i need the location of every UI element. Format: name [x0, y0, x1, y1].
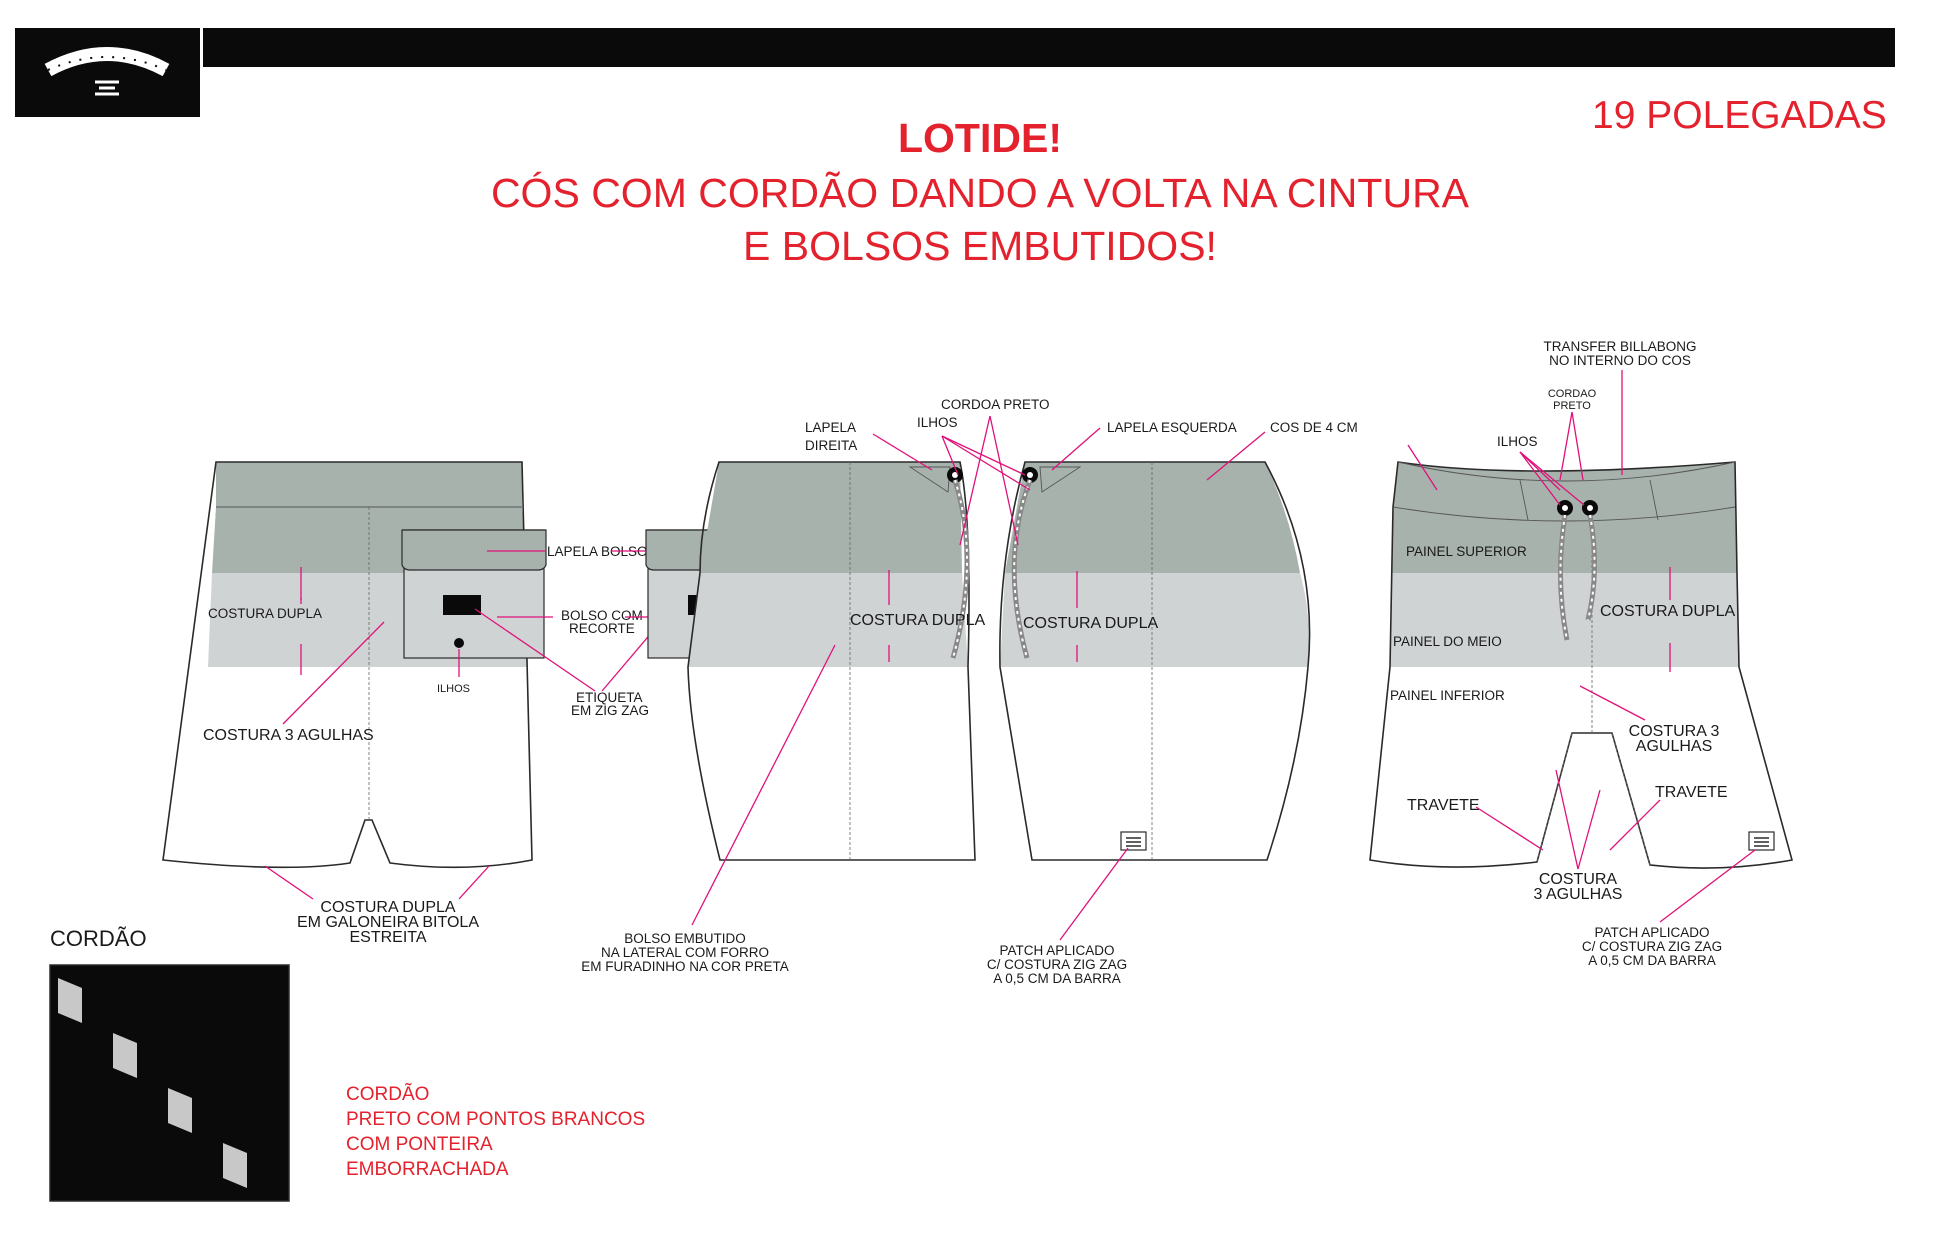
back-costura-dupla-label: COSTURA DUPLA [208, 606, 322, 621]
lapela-direita-label-1: LAPELA [805, 420, 856, 435]
travete-left-label: TRAVETE [1407, 797, 1480, 814]
lapela-esquerda-label: LAPELA ESQUERDA [1107, 420, 1237, 435]
painel-do-meio-label: PAINEL DO MEIO [1393, 634, 1502, 649]
front-patch [1748, 831, 1775, 851]
cordao-heading: CORDÃO [50, 926, 147, 951]
bolso-embutido-label-2: NA LATERAL COM FORRO [601, 945, 769, 960]
shorts-side-view-right [687, 461, 976, 861]
side-costura-dupla-left: COSTURA DUPLA [850, 612, 985, 629]
side-patch-label-2: C/ COSTURA ZIG ZAG [987, 957, 1127, 972]
cordao-preto-label: CORDOA PRETO [941, 397, 1050, 412]
drawcord-front-view [1557, 500, 1598, 641]
bolso-com-recorte-label-1: BOLSO COM [561, 608, 643, 623]
title-line-3: E BOLSOS EMBUTIDOS! [743, 223, 1217, 269]
barra-label-2: EM GALONEIRA BITOLA [297, 914, 479, 931]
front-patch-label-2: C/ COSTURA ZIG ZAG [1582, 939, 1722, 954]
front-costura-dupla-label: COSTURA DUPLA [1600, 603, 1735, 620]
bolso-embutido-label-3: EM FURADINHO NA COR PRETA [581, 959, 789, 974]
front-patch-label-1: PATCH APLICADO [1594, 925, 1709, 940]
back-pocket [401, 529, 547, 659]
barra-label-3: ESTREITA [349, 929, 426, 946]
cordao-note-3: COM PONTEIRA [346, 1134, 493, 1155]
lapela-bolso-label: LAPELA BOLSO [547, 544, 648, 559]
side-patch-label-1: PATCH APLICADO [999, 943, 1114, 958]
header-bar [203, 28, 1895, 67]
bolso-com-recorte-label-2: RECORTE [569, 621, 635, 636]
cordao-note-4: EMBORRACHADA [346, 1159, 509, 1180]
front-ilhos-label: ILHOS [1497, 434, 1538, 449]
cordao-note-2: PRETO COM PONTOS BRANCOS [346, 1109, 645, 1130]
lapela-direita-label-2: DIREITA [805, 438, 857, 453]
drawcord-side-view-2 [1011, 467, 1038, 659]
drawcord-side-view [947, 467, 970, 659]
side-patch-label-3: A 0,5 CM DA BARRA [993, 971, 1121, 986]
side-ilhos-label: ILHOS [917, 415, 958, 430]
bolso-embutido-label-1: BOLSO EMBUTIDO [624, 931, 746, 946]
front-costura-3-agulhas-2: AGULHAS [1636, 738, 1712, 755]
front-cordao-label-1: CORDAO [1548, 388, 1597, 400]
transfer-label-2: NO INTERNO DO COS [1549, 353, 1691, 368]
shorts-side-view-left [999, 461, 1311, 861]
title-line-2: CÓS COM CORDÃO DANDO A VOLTA NA CINTURA [491, 170, 1470, 216]
etiqueta-label-2: EM ZIG ZAG [571, 703, 649, 718]
barra-label-1: COSTURA DUPLA [320, 899, 455, 916]
front-cordao-label-2: PRETO [1553, 400, 1591, 412]
transfer-label-1: TRANSFER BILLABONG [1543, 339, 1696, 354]
back-ilhos-label: ILHOS [437, 683, 470, 695]
cordao-swatch [49, 964, 290, 1202]
back-costura-3-agulhas-label: COSTURA 3 AGULHAS [203, 727, 374, 744]
travete-right-label: TRAVETE [1655, 784, 1728, 801]
cos-4cm-label: COS DE 4 CM [1270, 420, 1358, 435]
title-line-1: LOTIDE! [898, 115, 1062, 161]
side-costura-dupla-right: COSTURA DUPLA [1023, 615, 1158, 632]
side-patch [1120, 831, 1147, 851]
cordao-note-1: CORDÃO [346, 1083, 429, 1105]
etiqueta-label-1: ETIQUETA [576, 690, 643, 705]
front-costura-3-agulhas-1: COSTURA 3 [1629, 723, 1720, 740]
front-patch-label-3: A 0,5 CM DA BARRA [1588, 953, 1716, 968]
front-costura-bottom-2: 3 AGULHAS [1534, 886, 1623, 903]
size-label: 19 POLEGADAS [1592, 94, 1887, 137]
front-costura-bottom-1: COSTURA [1539, 871, 1618, 888]
painel-inferior-label: PAINEL INFERIOR [1390, 688, 1505, 703]
shorts-back-view [162, 461, 533, 869]
brand-logo [15, 28, 200, 117]
painel-superior-label: PAINEL SUPERIOR [1406, 544, 1527, 559]
